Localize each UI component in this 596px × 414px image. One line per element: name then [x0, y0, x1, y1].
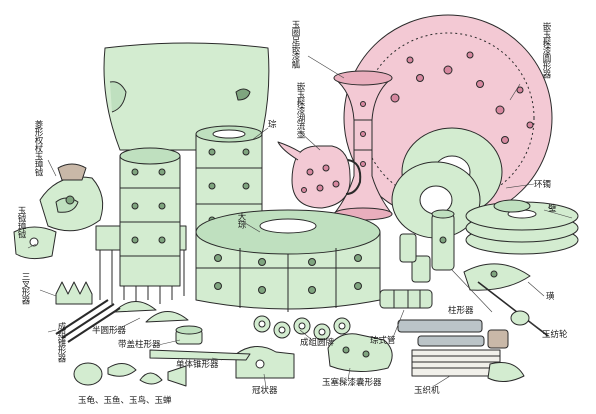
label-inlaid-jade-lacquer-spouted-pot: 嵌玉髹漆湖流壶: [295, 82, 305, 138]
label-rings-bracelets: 环镯: [534, 180, 552, 190]
great-jade-cong: [195, 209, 381, 312]
label-column-objects: 柱形器: [448, 306, 474, 316]
jade-round-plaques-set: [253, 315, 351, 341]
jade-capped-column: [175, 325, 203, 345]
label-cong: 琮: [268, 120, 277, 130]
label-awl-single: 单体锥形器: [176, 360, 219, 370]
jade-ringfoot-lacquer-gu: [333, 70, 393, 221]
jade-bi-discs: [465, 199, 579, 255]
jade-awl-single: [149, 349, 251, 361]
inlaid-jade-lacquer-spouted-pot: [277, 141, 362, 209]
label-bi: 璧: [548, 204, 557, 214]
jade-loom: [411, 329, 525, 382]
label-jade-yue: 玉钺璋钺: [16, 206, 26, 238]
large-jade-axe-blade: [103, 42, 270, 151]
label-awl-group: 成组锥形器: [56, 322, 66, 362]
jade-huang: [463, 263, 531, 291]
label-animal-figures: 玉龟、玉鱼、玉鸟、玉蝉: [78, 396, 172, 406]
jade-cong-tall: [119, 147, 181, 287]
jade-semicircle-objects: [113, 301, 189, 323]
jade-crown-shaped-object: [235, 346, 295, 379]
label-crown-shaped-object: 冠状器: [252, 386, 278, 396]
label-semicircle-objects: 半圆形器: [92, 326, 127, 336]
jade-cong-tube-and-beads: [379, 289, 485, 347]
label-inlaid-jade-lacquer-round-object: 嵌玉髹漆圆形器: [541, 22, 551, 78]
label-leader-lines: [27, 55, 573, 389]
rhombus-scepter-jade-yue: [39, 163, 104, 232]
jade-rings-bracelets: [391, 127, 503, 239]
label-stopper-lacquer-bag-object: 玉塞髹漆囊形器: [322, 378, 382, 388]
label-trident-object: 三叉形器: [20, 272, 30, 304]
label-spindle-whorl: 玉纺轮: [542, 330, 568, 340]
jade-spindle-whorl: [477, 281, 549, 337]
label-great-cong: 大琮: [236, 212, 246, 228]
jade-awl-group: [55, 299, 121, 343]
jade-trident-object: [55, 281, 93, 305]
label-huang: 璜: [546, 292, 555, 302]
jade-yue-small: [13, 226, 57, 260]
label-jade-ringfoot-lacquer-gu: 玉圈足嵌漆觚: [290, 20, 300, 68]
label-cong-tube: 琮式管: [370, 336, 396, 346]
label-round-plaques-set: 成组圆牌: [300, 338, 335, 348]
label-rhombus-scepter-jade-yue: 菱形权杖玉璋钺: [33, 120, 43, 176]
jade-stopper-lacquer-bag-object: [327, 333, 393, 372]
label-capped-column: 带盖柱形器: [118, 340, 161, 350]
label-loom: 玉织机: [414, 386, 440, 396]
jade-column-objects: [399, 209, 455, 283]
jade-animal-figures: [73, 362, 187, 387]
